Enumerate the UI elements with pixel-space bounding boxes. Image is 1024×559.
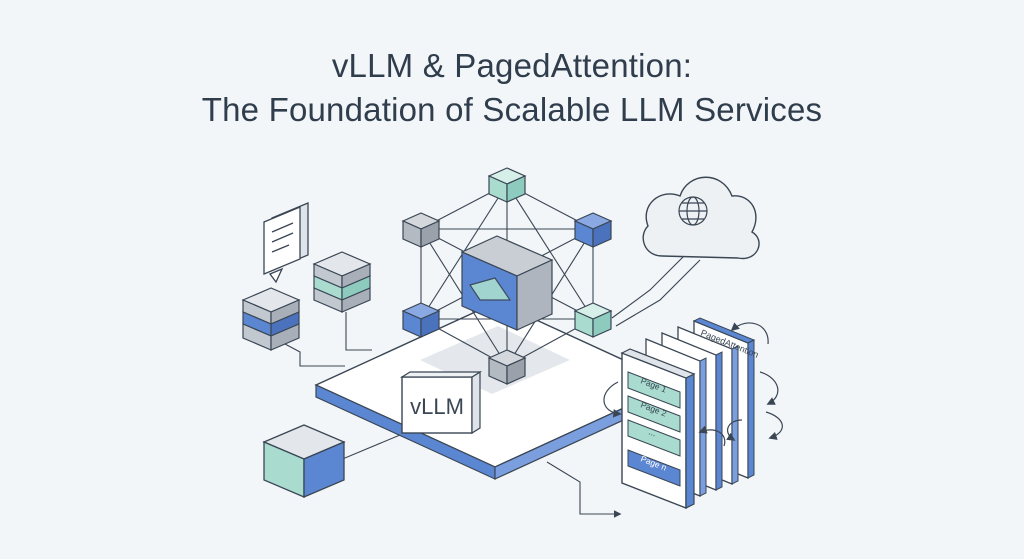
- page-title: vLLM & PagedAttention: The Foundation of…: [0, 44, 1024, 132]
- vllm-label: vLLM: [410, 394, 464, 419]
- page-label: ...: [647, 427, 658, 439]
- core-block: [460, 235, 554, 331]
- network-graph: [401, 167, 613, 385]
- title-line-2: The Foundation of Scalable LLM Services: [201, 91, 823, 128]
- node-top: [487, 167, 527, 203]
- database-icon-left: [241, 287, 301, 351]
- node-right-lower: [573, 302, 613, 338]
- title-line-1: vLLM & PagedAttention:: [331, 47, 693, 84]
- database-icon-right: [312, 251, 372, 313]
- page-slot-ellipsis: ...: [627, 419, 681, 457]
- cube-icon: [262, 424, 346, 498]
- vllm-label-box: vLLM: [399, 370, 483, 435]
- node-bottom: [487, 349, 527, 385]
- cloud-icon: [642, 176, 760, 260]
- node-left-lower: [401, 302, 441, 338]
- globe-icon: [678, 196, 708, 226]
- node-left-upper: [401, 212, 441, 248]
- node-right-upper: [573, 212, 613, 248]
- memory-stack: PagedAttention Page 1 Page 2 ... Page n: [620, 317, 760, 510]
- document-icon: [263, 202, 309, 284]
- page-slot-1: Page 1: [627, 371, 681, 409]
- paging-arrows: [603, 322, 783, 447]
